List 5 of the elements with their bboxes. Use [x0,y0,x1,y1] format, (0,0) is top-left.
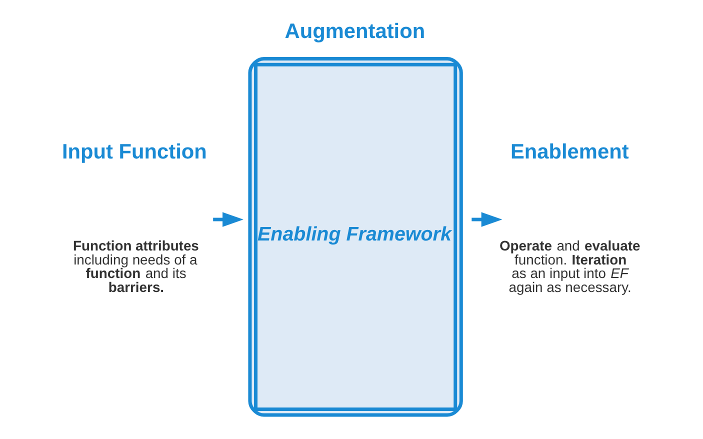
arrow [472,212,502,227]
arrow [213,212,244,227]
node-label: Augmentation [284,20,426,43]
node-text: Input Function Function attributes including needs of a function and its barriers. [62,140,207,296]
node-text: Enablement Operate and evaluate function. Iteration as an input into EF again as necessary. [499,140,640,296]
